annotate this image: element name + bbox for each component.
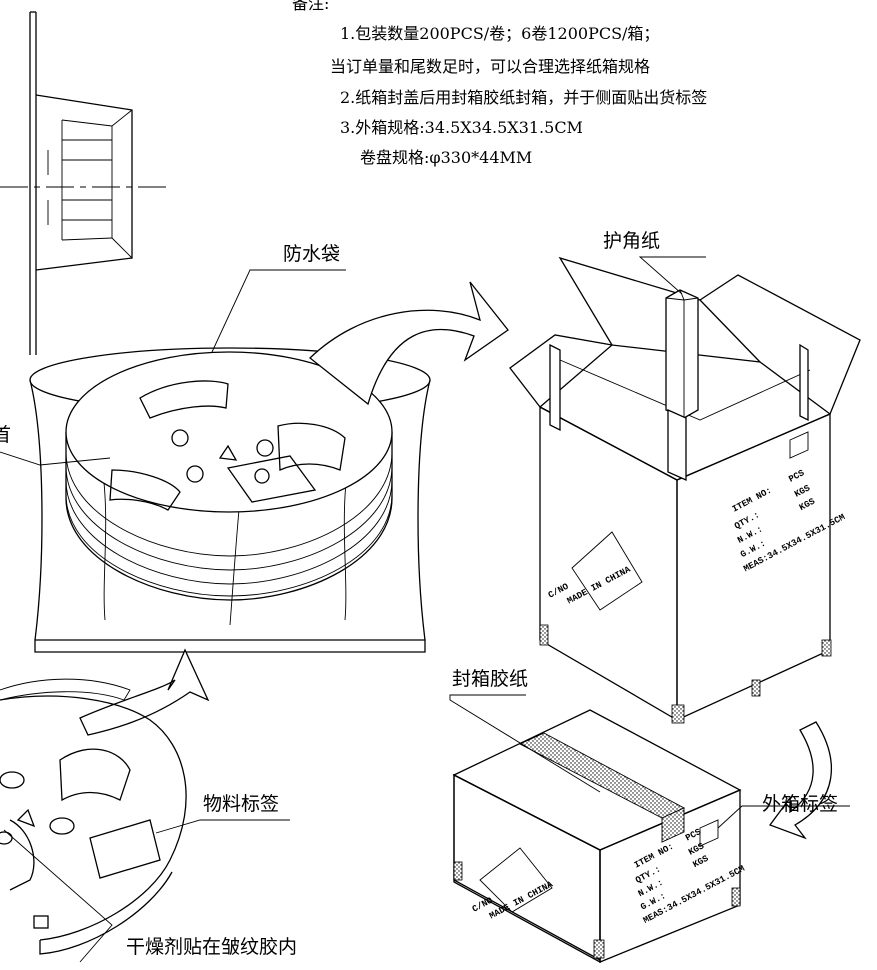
box1-kgs-2: KGS [798,496,818,513]
reel-stack [65,351,393,601]
notes-line-2: 当订单量和尾数足时，可以合理选择纸箱规格 [330,57,651,76]
open-carton-box: C/NO MADE IN CHINA ITEM NO: PCS QTY.: KG… [509,256,861,724]
label-sealing-tape: 封箱胶纸 [452,668,529,690]
label-material-label: 物料标签 [203,793,280,815]
notes-heading: 备注: [292,0,330,13]
label-left-cut: 首 [0,424,12,446]
label-corner-paper: 护角纸 [603,230,661,252]
label-outer-box-label: 外箱标签 [762,793,839,815]
notes-line-3: 2.纸箱封盖后用封箱胶纸封箱，并于侧面贴出货标签 [340,88,708,107]
notes-line-1: 1.包装数量200PCS/卷；6卷1200PCS/箱； [340,24,660,43]
label-desiccant: 干燥剂贴在皱纹胶内 [126,936,298,958]
leader-lines [0,256,850,963]
notes-line-4: 3.外箱规格:34.5X34.5X31.5CM [340,118,583,137]
box1-item-no: ITEM NO: [731,486,774,515]
label-waterproof-bag: 防水袋 [283,243,341,265]
flow-arrow-to-bag [79,648,210,736]
reel-side-view [0,11,170,355]
notes-line-5: 卷盘规格:φ330*44MM [360,148,533,167]
single-reel [0,678,187,955]
box2-made-in: MADE IN CHINA [488,879,555,921]
box1-pcs: PCS [787,468,807,485]
box1-made-in: MADE IN CHINA [566,564,633,606]
sealed-carton-box: C/NO MADE IN CHINA ITEM NO: PCS QTY.: KG… [452,709,747,964]
flow-arrow-to-box [309,281,509,406]
flow-arrow-to-closed-box [768,721,833,840]
